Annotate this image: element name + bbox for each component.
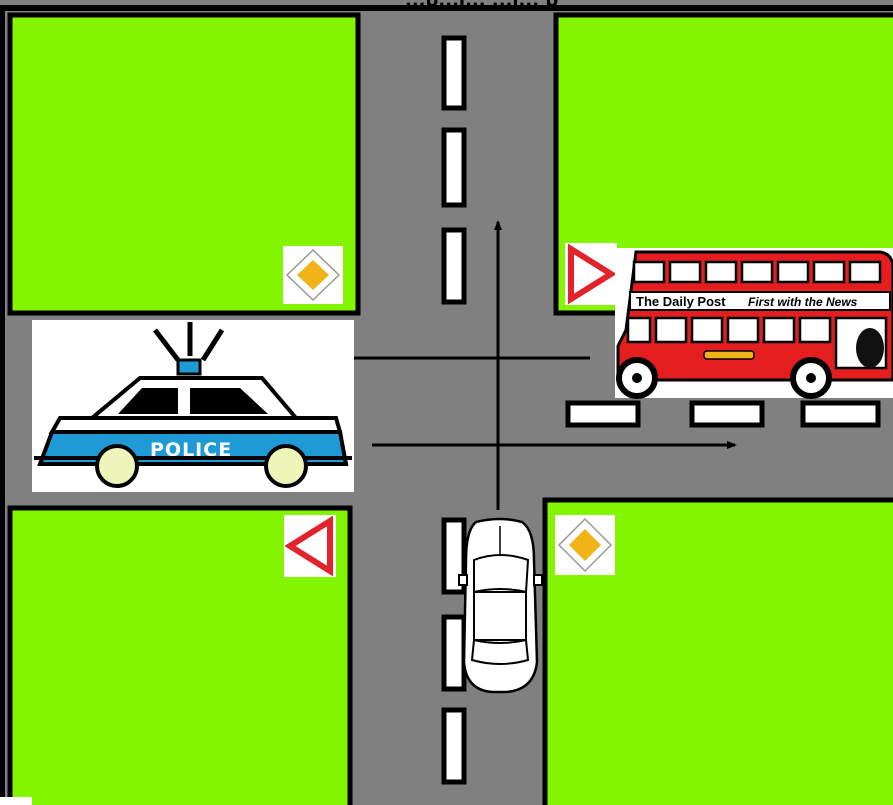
double-decker-bus: The Daily Post First with the News bbox=[615, 248, 893, 399]
white-car bbox=[458, 517, 543, 694]
priority-road-sign-icon bbox=[283, 246, 343, 304]
bus-slogan: First with the News bbox=[748, 295, 858, 309]
top-caption: ...p...j... ...j... p bbox=[405, 0, 558, 11]
lane-marks-horizontal bbox=[565, 400, 881, 428]
police-label: POLICE bbox=[150, 439, 232, 461]
yield-sign-icon bbox=[284, 515, 336, 577]
bus-title: The Daily Post bbox=[636, 294, 726, 309]
yield-sign-icon bbox=[565, 243, 617, 305]
corner-patch bbox=[0, 797, 32, 805]
frame bbox=[0, 5, 893, 805]
priority-road-sign-icon bbox=[555, 515, 615, 575]
police-car: POLICE bbox=[32, 320, 354, 492]
